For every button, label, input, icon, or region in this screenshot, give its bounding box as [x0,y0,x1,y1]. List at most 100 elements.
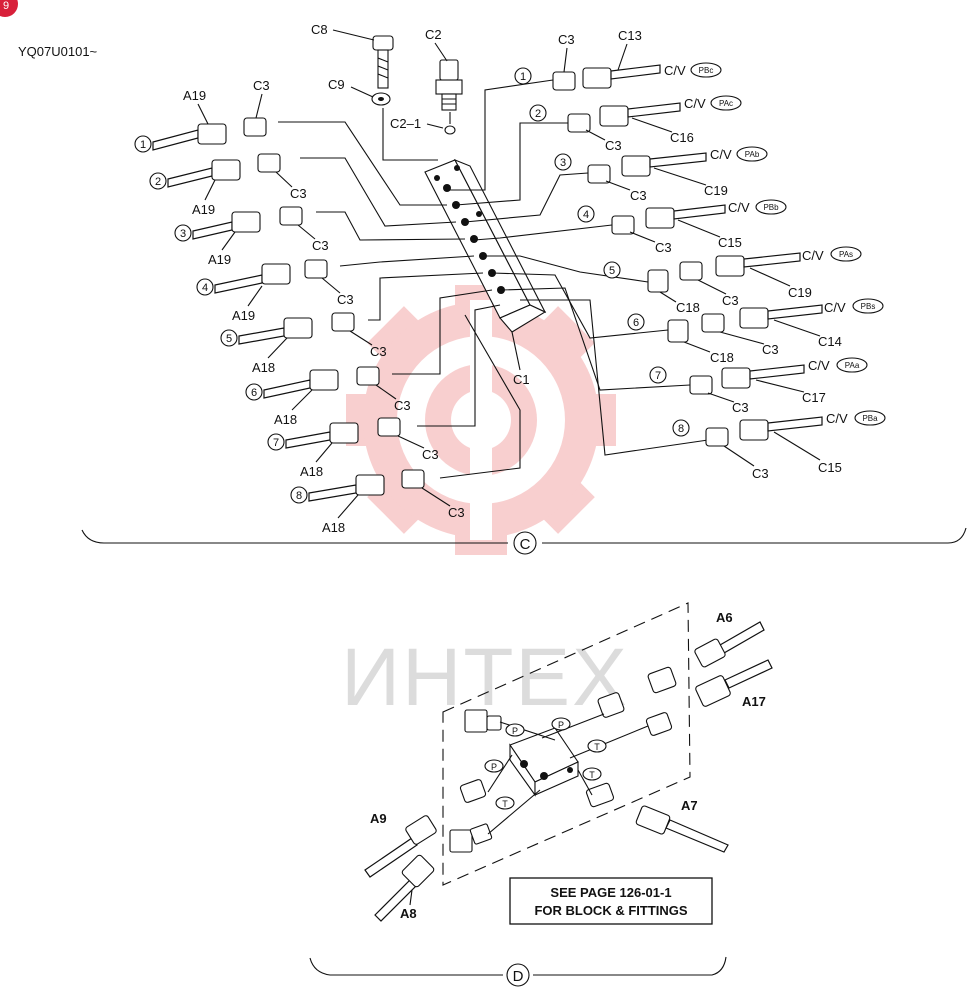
left-port-6-number: 6 [251,387,257,399]
right-port-2-number: 2 [535,108,541,120]
right-port-6-hose-label: C14 [818,334,842,349]
right-port-3: 3 C3 C19 C/V PAb [554,146,768,203]
left-port-7-adapter-label: C3 [422,447,439,462]
left-port-2-hose-label: A19 [192,202,215,217]
left-port-3-number: 3 [180,228,186,240]
block-d [509,727,579,797]
right-port-2-hose-label: C16 [670,130,694,145]
right-port-6-cv: C/V [824,300,846,315]
right-port-8-tag: PBa [862,414,878,423]
right-port-3-number: 3 [560,157,566,169]
right-port-1-adapter-label: C3 [558,32,575,47]
label-c8: C8 [311,22,328,37]
left-port-3-adapter-label: C3 [312,238,329,253]
right-port-7: 7 C3 C17 C/V PAa [649,357,868,415]
right-port-8: 8 C3 C15 C/V PBa [672,410,886,481]
right-port-7-adapter-label: C3 [732,400,749,415]
left-port-1: 1 A19 C3 [134,78,270,153]
section-d-callout-letter: D [513,968,524,985]
right-port-2-tag: PAc [719,99,733,108]
watermark-text: ИНТЕХ [341,632,629,723]
right-port-1-cv: C/V [664,63,686,78]
label-a8: A8 [400,906,417,921]
left-port-8-hose-label: A18 [322,520,345,535]
right-port-5-adapter-label: C18 [676,300,700,315]
reference-note-line-2: FOR BLOCK & FITTINGS [534,903,687,918]
right-port-5-tag: PAs [839,250,853,259]
o-ring-c2-1 [444,125,456,135]
right-port-3-tag: PAb [745,150,760,159]
model-code: YQ07U0101~ [18,44,98,59]
label-a9: A9 [370,811,387,826]
right-port-2-cv: C/V [684,96,706,111]
right-port-5-adapter2-label: C3 [722,293,739,308]
page-badge [0,0,18,17]
tag-p-3: P [491,762,497,772]
hose-a9 [364,815,437,878]
right-port-4-cv: C/V [728,200,750,215]
label-a17: A17 [742,694,766,709]
right-port-3-hose-label: C19 [704,183,728,198]
right-port-7-number: 7 [655,370,661,382]
tag-t-3: T [502,799,508,809]
section-d-callout [506,963,530,987]
page-badge-number: 9 [3,0,9,12]
leader-lines-c [278,79,709,479]
tag-t-1: T [594,742,600,752]
label-a6: A6 [716,610,733,625]
bolt-c8 [372,35,394,89]
right-port-2-adapter-label: C3 [605,138,622,153]
left-port-7: 7 A18 C3 [267,417,439,479]
left-port-1-adapter-label: C3 [253,78,270,93]
tag-p-1: P [512,726,518,736]
left-port-8-number: 8 [296,490,302,502]
right-port-5-cv: C/V [802,248,824,263]
left-port-8-adapter-label: C3 [448,505,465,520]
right-port-7-tag: PAa [845,361,860,370]
left-port-5-hose-label: A18 [252,360,275,375]
left-port-3: 3 A19 C3 [174,206,329,267]
left-port-6-adapter-label: C3 [394,398,411,413]
right-port-8-adapter-label: C3 [752,466,769,481]
reference-note-line-1: SEE PAGE 126-01-1 [550,885,671,900]
right-port-7-hose-label: C17 [802,390,826,405]
label-c2-1: C2–1 [390,116,421,131]
tag-p-2: P [558,720,564,730]
right-port-8-hose-label: C15 [818,460,842,475]
left-port-8: 8 A18 C3 [290,469,465,535]
left-port-2-adapter-label: C3 [290,186,307,201]
right-port-4: 4 C3 C15 C/V PBb [577,199,787,255]
right-port-6-adapter-label: C18 [710,350,734,365]
right-port-4-number: 4 [583,209,589,221]
section-d-dashed-frame [442,602,691,886]
left-port-5-adapter-label: C3 [370,344,387,359]
left-port-4-hose-label: A19 [232,308,255,323]
left-port-1-number: 1 [140,139,146,151]
fittings-d [449,666,677,853]
hose-a17 [695,659,773,707]
left-port-4: 4 A19 C3 [196,259,354,323]
section-d-bracket [309,956,727,976]
right-port-4-hose-label: C15 [718,235,742,250]
left-port-7-hose-label: A18 [300,464,323,479]
hose-a8 [374,854,435,922]
left-port-7-number: 7 [273,437,279,449]
left-port-3-hose-label: A19 [208,252,231,267]
tag-t-2: T [589,770,595,780]
right-port-5-number: 5 [609,265,615,277]
section-c-bracket [81,527,967,544]
right-port-3-cv: C/V [710,147,732,162]
right-port-6-tag: PBs [861,302,876,311]
left-port-5-number: 5 [226,333,232,345]
label-c1: C1 [513,372,530,387]
right-port-6: 6 C18 C3 C14 C/V PBs [627,298,884,365]
right-port-6-adapter2-label: C3 [762,342,779,357]
left-port-2-number: 2 [155,176,161,188]
section-c-callout-letter: C [520,536,531,553]
label-c9: C9 [328,77,345,92]
right-port-1-hose-label: C13 [618,28,642,43]
left-port-6: 6 A18 C3 [245,366,411,427]
right-port-8-cv: C/V [826,411,848,426]
section-c-callout [513,531,537,555]
